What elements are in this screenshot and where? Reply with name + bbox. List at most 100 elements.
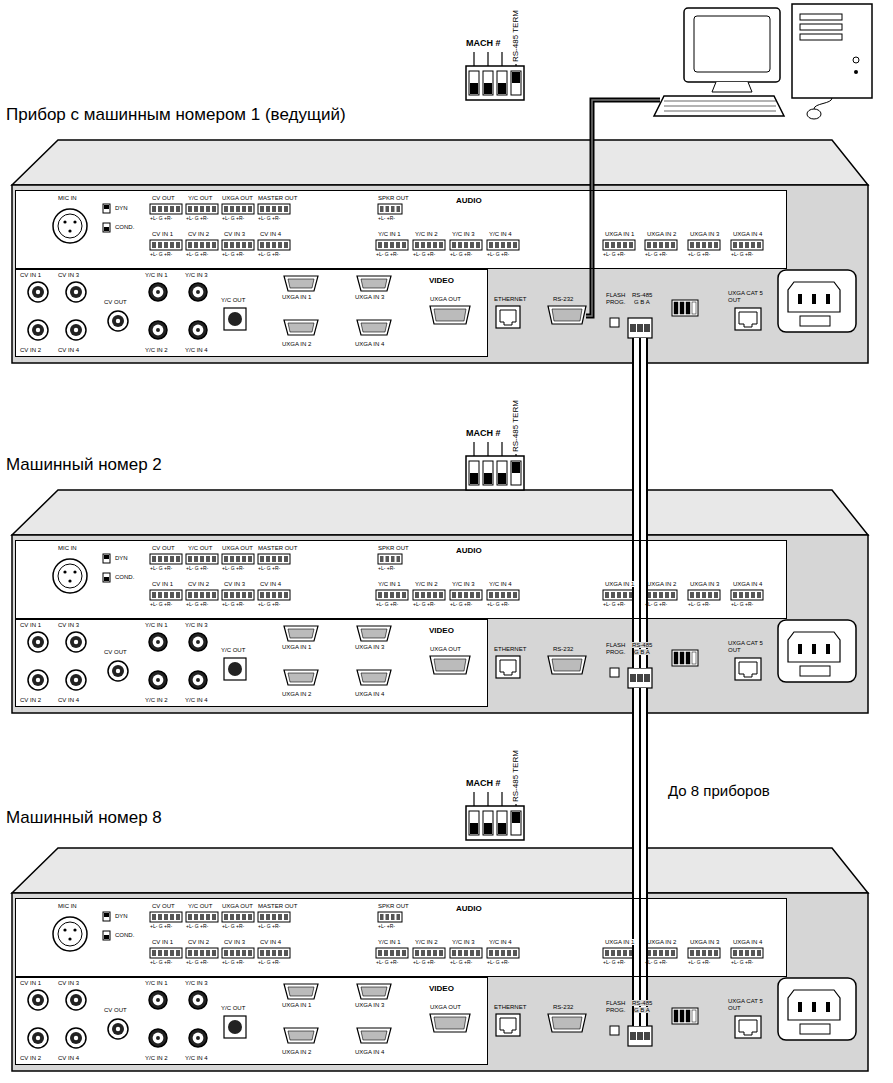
switch-knob	[470, 823, 478, 834]
dip-slot	[692, 1010, 696, 1022]
port-label: CV IN 4	[260, 231, 281, 237]
terminal-screw	[278, 556, 282, 562]
port-label: CV OUT	[152, 903, 175, 909]
terminal-screw	[391, 914, 395, 920]
text-holder: RS-232	[553, 646, 573, 653]
terminal-screw	[278, 242, 282, 248]
text-holder: CV IN 3	[224, 231, 245, 238]
xlr-inner	[58, 214, 82, 238]
text-holder: CV IN 1	[152, 231, 173, 238]
port-label: CV IN 2	[188, 581, 209, 587]
terminal-block	[376, 948, 408, 958]
terminal-screw	[470, 950, 474, 956]
terminal-screw	[158, 206, 162, 212]
pin-label: +L- G +R-	[150, 251, 172, 257]
mouse	[807, 109, 821, 119]
jack	[149, 991, 167, 1009]
rs485-screw	[637, 324, 643, 332]
port-label: UXGA IN 3	[690, 581, 719, 587]
iec-inlet	[788, 990, 840, 1020]
mic-switch-knob	[104, 913, 109, 917]
text-holder: UXGA IN 2	[647, 939, 676, 946]
terminal-screw	[194, 242, 198, 248]
jack-pin	[196, 640, 200, 644]
terminal-screw	[386, 914, 390, 920]
port-label: UXGA CAT 5 OUT	[728, 640, 763, 653]
port-label: RS-232	[553, 1004, 573, 1010]
terminal-screw	[397, 556, 401, 562]
terminal-screw	[386, 556, 390, 562]
terminal-block	[150, 554, 182, 564]
terminal-block	[258, 204, 290, 214]
text-holder: UXGA CAT 5 OUT	[728, 998, 768, 1012]
terminal-screw	[690, 242, 694, 248]
jack	[28, 1028, 48, 1048]
terminal-screw	[152, 914, 156, 920]
rs485-screw	[644, 674, 650, 682]
screen	[694, 16, 770, 72]
terminal-block	[150, 912, 182, 922]
text-holder: +L- G +R-	[413, 252, 435, 258]
terminal-screw	[507, 950, 511, 956]
connector	[640, 363, 641, 455]
jack	[66, 632, 86, 652]
terminal-block	[731, 948, 763, 958]
dip-slot	[680, 652, 684, 664]
terminal-screw	[507, 242, 511, 248]
terminal-screw	[158, 950, 162, 956]
text-holder: UXGA IN 1	[605, 939, 634, 946]
d-sub-shell	[552, 309, 582, 321]
panel-title: VIDEO	[429, 984, 454, 993]
port-label: CV IN 3	[224, 231, 245, 237]
wire-core	[639, 455, 641, 668]
d-sub-connector	[284, 984, 318, 999]
jack-ring	[153, 1033, 164, 1044]
text-holder: Машинный номер 2	[6, 455, 162, 475]
port-label: COND.	[115, 932, 134, 938]
d-sub-connector	[430, 306, 470, 324]
d-sub-shell	[361, 279, 387, 288]
text-holder: +L- G +R-	[603, 602, 625, 608]
power-button	[853, 57, 859, 63]
mic-switch	[103, 573, 110, 582]
mic-switch	[103, 554, 110, 563]
jack-ring	[112, 315, 124, 327]
jack-pin	[156, 678, 160, 682]
jack-ring	[193, 995, 204, 1006]
rs485-screw	[637, 1032, 643, 1040]
audio-panel-ground	[15, 540, 787, 619]
port-label: G B A	[634, 1007, 650, 1013]
port-label: CV IN 2	[188, 231, 209, 237]
text-holder: Y/C IN 4	[489, 939, 512, 946]
terminal-screw	[236, 206, 240, 212]
terminal-screw	[212, 206, 216, 212]
text-holder: +L- G +R-	[376, 602, 398, 608]
xlr-pin	[73, 570, 76, 573]
iec-pin	[798, 294, 802, 304]
d-sub-connector	[548, 306, 586, 324]
text-holder: ETHERNET	[494, 646, 526, 653]
pin-label: +L- G +R-	[186, 959, 208, 965]
text-holder: CV IN 4	[260, 939, 281, 946]
text-holder: DYN	[115, 555, 128, 562]
terminal-block	[645, 590, 677, 600]
text-holder: RS-232	[553, 296, 573, 303]
port-label: CV IN 3	[58, 980, 79, 986]
terminal-screw	[378, 950, 382, 956]
jack	[149, 283, 167, 301]
jack	[66, 1028, 86, 1048]
rs485-wire	[632, 455, 648, 668]
text-holder: Y/C IN 1	[145, 622, 168, 629]
port-label: UXGA OUT	[222, 903, 253, 909]
terminal-screw	[194, 950, 198, 956]
d-sub-connector	[284, 626, 318, 641]
video-panel-ground	[15, 619, 488, 707]
mouse-cable	[814, 98, 832, 109]
mic-switch-knob	[104, 227, 109, 231]
d-sub-shell	[361, 323, 387, 332]
port-label: Y/C OUT	[221, 1005, 245, 1011]
terminal-screw	[702, 592, 706, 598]
terminal-screw	[278, 950, 282, 956]
terminal-screw	[396, 592, 400, 598]
drive-slot	[800, 24, 842, 30]
